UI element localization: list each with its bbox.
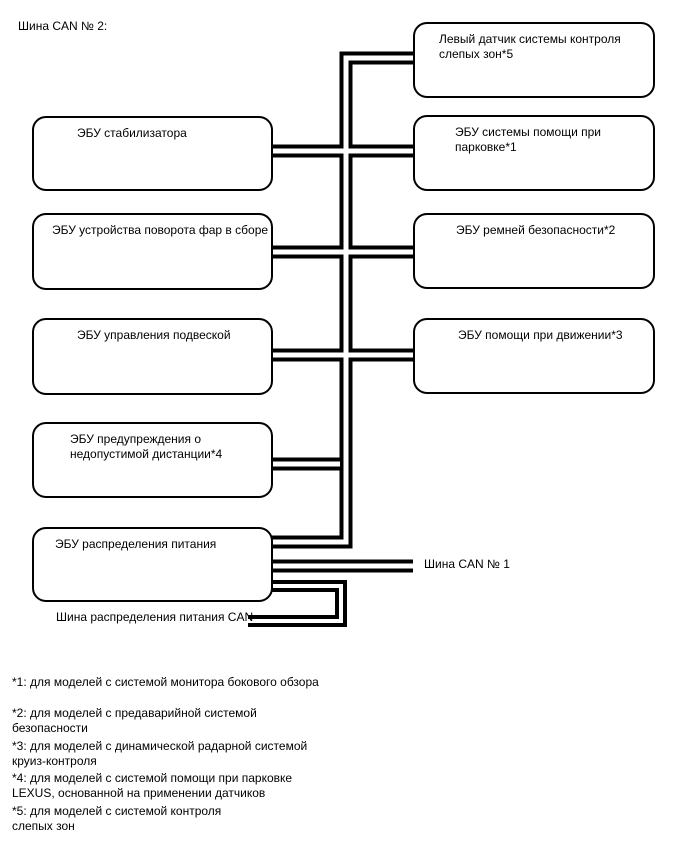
node-parking-assist-ecu: ЭБУ системы помощи при парковке*1 [413, 115, 655, 191]
power-distribution-can-core [248, 584, 343, 623]
node-label: Левый датчик системы контроля слепых зон… [439, 32, 621, 61]
footnote-4: *4: для моделей с системой помощи при па… [12, 771, 293, 800]
footnote-1: *1: для моделей с системой монитора боко… [12, 675, 319, 689]
node-seat-belt-ecu: ЭБУ ремней безопасности*2 [413, 213, 655, 289]
can2-trunk-core [268, 55, 420, 545]
node-power-distribution-ecu: ЭБУ распределения питания [32, 527, 273, 602]
node-blind-spot-left-sensor: Левый датчик системы контроля слепых зон… [413, 22, 655, 98]
can1-bus-label: Шина CAN № 1 [424, 557, 510, 571]
footnote-3: *3: для моделей с динамической радарной … [12, 739, 308, 768]
node-suspension-control-ecu: ЭБУ управления подвеской [32, 318, 273, 395]
node-label: ЭБУ системы помощи при парковке*1 [455, 125, 602, 154]
footnote-2: *2: для моделей с предаварийной системой… [12, 706, 257, 735]
node-label: ЭБУ распределения питания [55, 537, 217, 551]
footnote-5: *5: для моделей с системой контроля слеп… [12, 804, 222, 833]
node-label: ЭБУ устройства поворота фар в сборе [52, 223, 269, 237]
node-label: ЭБУ помощи при движении*3 [458, 328, 623, 342]
node-headlight-swivel-ecu: ЭБУ устройства поворота фар в сборе [32, 213, 273, 290]
node-distance-warning-ecu: ЭБУ предупреждения о недопустимой дистан… [32, 422, 273, 498]
diagram-title: Шина CAN № 2: [18, 19, 108, 33]
node-label: ЭБУ стабилизатора [77, 126, 187, 140]
power-distribution-can-label: Шина распределения питания CAN [56, 610, 254, 624]
node-stabilizer-ecu: ЭБУ стабилизатора [32, 116, 273, 191]
node-label: ЭБУ предупреждения о недопустимой дистан… [70, 432, 223, 461]
node-label: ЭБУ ремней безопасности*2 [456, 223, 616, 237]
node-label: ЭБУ управления подвеской [77, 328, 231, 342]
node-driving-assist-ecu: ЭБУ помощи при движении*3 [413, 318, 655, 394]
